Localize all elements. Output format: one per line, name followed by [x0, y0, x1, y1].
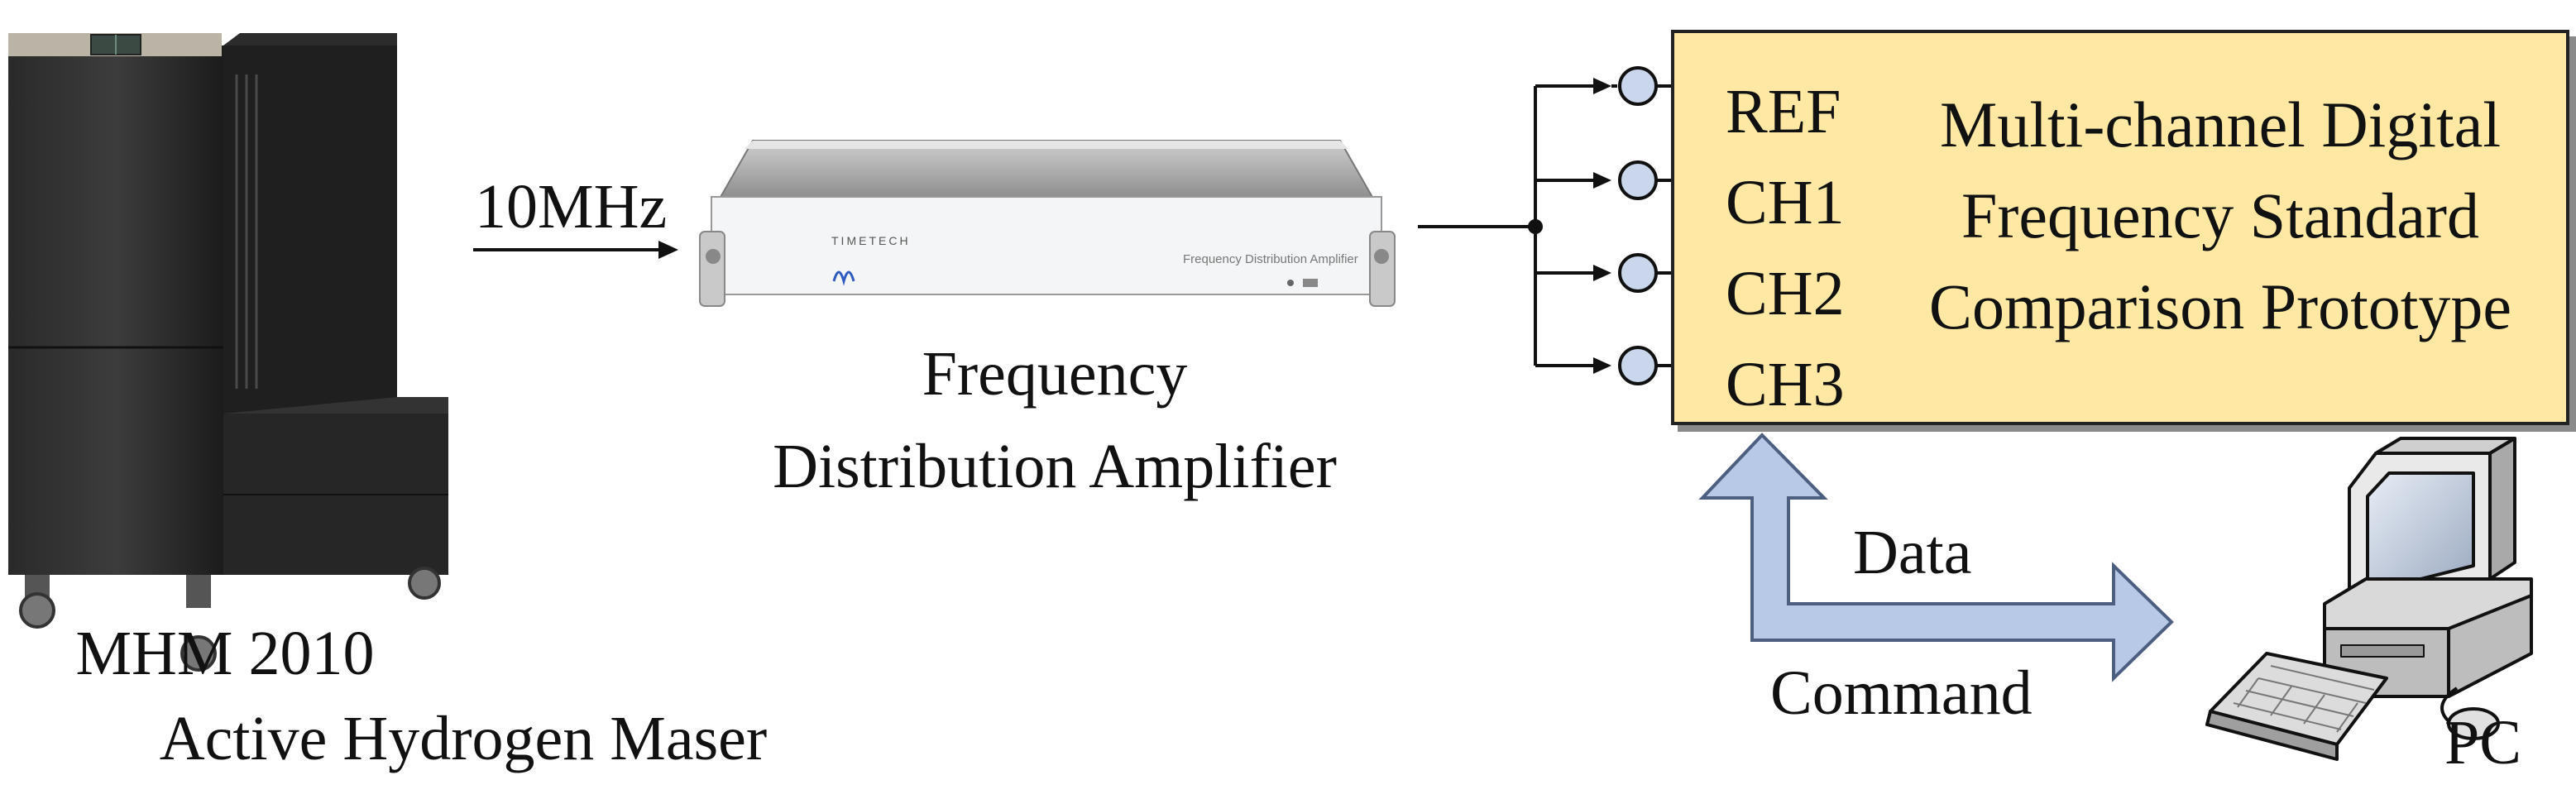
splitter-lines	[1418, 84, 1601, 367]
prototype-title-line3: Comparison Prototype	[1928, 270, 2512, 342]
port-label-ch1: CH1	[1726, 168, 1845, 237]
port-ch2-connector	[1618, 253, 1658, 293]
hydrogen-maser-image	[8, 33, 448, 672]
prototype-title-line1: Multi-channel Digital	[1939, 89, 2501, 160]
amplifier-label-line1: Frequency	[922, 339, 1188, 409]
comparison-prototype-box: REF CH1 CH2 CH3 Multi-channel Digital Fr…	[1671, 30, 2569, 425]
port-label-list: REF CH1 CH2 CH3	[1726, 66, 1845, 430]
port-label-ref: REF	[1726, 77, 1841, 146]
port-ch3-connector	[1618, 346, 1658, 385]
computer-icon	[2205, 437, 2533, 761]
maser-name-line1: MHM 2010	[75, 619, 375, 688]
prototype-title: Multi-channel Digital Frequency Standard…	[1881, 79, 2559, 352]
port-ch1-connector	[1618, 160, 1658, 200]
port-label-ch2: CH2	[1726, 259, 1845, 328]
port-ref-connector	[1618, 66, 1658, 106]
maser-name-line2: Active Hydrogen Maser	[159, 704, 768, 773]
pc-label: PC	[2444, 708, 2521, 777]
splitter-junction-dot	[1528, 219, 1543, 234]
data-command-arrow	[1698, 433, 2174, 682]
input-signal-label: 10MHz	[475, 172, 668, 242]
port-label-ch3: CH3	[1726, 350, 1845, 419]
amplifier-panel-text: Frequency Distribution Amplifier	[1183, 252, 1358, 266]
amplifier-brand-text: TIMETECH	[831, 234, 911, 247]
prototype-title-line2: Frequency Standard	[1961, 179, 2479, 251]
amplifier-label-line2: Distribution Amplifier	[773, 432, 1337, 501]
signal-arrow-10mhz	[473, 241, 678, 259]
splitter-arrowheads	[1593, 78, 1611, 374]
data-label: Data	[1853, 518, 1972, 587]
command-label: Command	[1770, 658, 2033, 728]
distribution-amplifier-image: TIMETECH Frequency Distribution Amplifie…	[699, 140, 1396, 307]
